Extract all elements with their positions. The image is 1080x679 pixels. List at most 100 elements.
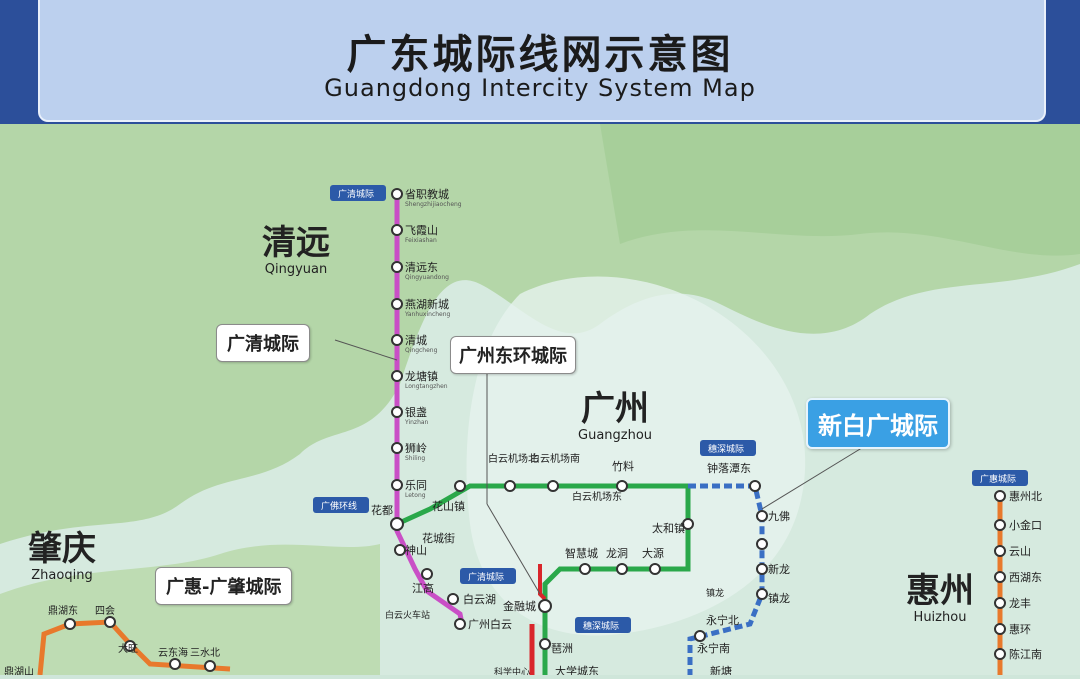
station-label: 江高 bbox=[412, 581, 434, 595]
station-label: 银盏 bbox=[405, 405, 427, 419]
svg-text:鼎湖东: 鼎湖东 bbox=[48, 604, 78, 617]
city-name-english: Qingyuan bbox=[264, 262, 328, 277]
svg-text:Yinzhan: Yinzhan bbox=[404, 419, 429, 426]
guangqing-line bbox=[394, 194, 465, 625]
svg-text:Feixiashan: Feixiashan bbox=[405, 237, 437, 244]
svg-text:科学中心: 科学中心 bbox=[494, 666, 530, 675]
callout-guangzhou-east-ring[interactable]: 广州东环城际 bbox=[450, 336, 576, 374]
mountain-ridge bbox=[600, 124, 1080, 256]
svg-text:九佛: 九佛 bbox=[768, 510, 790, 523]
huizhou-station-labels: 惠州北 小金口 云山 西湖东 龙丰 惠环 陈江南 bbox=[1009, 489, 1042, 661]
line-badges: 广清城际 广清城际 广佛环线 穗深城际 穗深城际 广惠城际 bbox=[313, 185, 1028, 633]
station-label: 龙塘镇 bbox=[405, 369, 438, 383]
station-label: 清远东 bbox=[405, 261, 438, 274]
svg-text:惠州北: 惠州北 bbox=[1009, 489, 1042, 503]
svg-text:太和镇: 太和镇 bbox=[652, 521, 685, 535]
svg-text:白云机场南: 白云机场南 bbox=[530, 452, 580, 465]
svg-text:西湖东: 西湖东 bbox=[1009, 571, 1042, 584]
callout-guanghui-guangzhao[interactable]: 广惠-广肇城际 bbox=[155, 567, 293, 605]
svg-text:白云火车站: 白云火车站 bbox=[385, 609, 430, 621]
svg-text:钟落潭东: 钟落潭东 bbox=[707, 461, 751, 475]
badge-guangqing-top: 广清城际 bbox=[338, 188, 374, 200]
zhaoqing-stations bbox=[64, 616, 216, 672]
station-label: 清城 bbox=[405, 334, 427, 347]
callout-xinbai-guang[interactable]: 新白广城际 bbox=[806, 398, 950, 449]
svg-text:智慧城: 智慧城 bbox=[565, 546, 598, 560]
badge-huanxian: 广佛环线 bbox=[321, 500, 357, 512]
city-huizhou: 惠州 Huizhou bbox=[906, 572, 974, 625]
city-name-english: Guangzhou bbox=[578, 428, 653, 443]
svg-text:竹料: 竹料 bbox=[612, 459, 634, 473]
map-svg: 省职教城 飞霞山 清远东 燕湖新城 清城 龙塘镇 银盏 狮岭 乐同 花都 神山 … bbox=[0, 124, 1080, 678]
header-panel bbox=[38, 0, 1046, 122]
station-label: 飞霞山 bbox=[405, 224, 438, 237]
guangqing-stations bbox=[390, 188, 466, 630]
east-ring-station-labels: 花山镇 花城街 白云机场北 白云机场南 白云机场东 竹料 太和镇 智慧城 龙洞 … bbox=[422, 452, 685, 678]
callout-leaders bbox=[334, 339, 866, 595]
badge-guangqing-lower: 广清城际 bbox=[468, 571, 504, 583]
station-label: 花都 bbox=[371, 504, 393, 517]
svg-text:新龙: 新龙 bbox=[768, 562, 790, 576]
header-bar: 广东城际线网示意图 Guangdong Intercity System Map bbox=[0, 0, 1080, 124]
huizhou-stations bbox=[994, 490, 1006, 660]
svg-text:Qingcheng: Qingcheng bbox=[405, 347, 438, 354]
city-name: 肇庆 bbox=[28, 529, 96, 569]
city-guangzhou: 广州 Guangzhou bbox=[578, 390, 652, 443]
svg-text:镇龙: 镇龙 bbox=[768, 591, 790, 605]
guangqing-station-labels: 省职教城 飞霞山 清远东 燕湖新城 清城 龙塘镇 银盏 狮岭 乐同 花都 神山 … bbox=[371, 188, 512, 631]
badge-suishen-right: 穗深城际 bbox=[708, 443, 744, 455]
svg-text:白云机场东: 白云机场东 bbox=[572, 490, 622, 503]
map-title: 广东城际线网示意图 bbox=[346, 32, 734, 78]
map-canvas[interactable]: 省职教城 飞霞山 清远东 燕湖新城 清城 龙塘镇 银盏 狮岭 乐同 花都 神山 … bbox=[0, 124, 1080, 678]
svg-text:大学城东: 大学城东 bbox=[555, 664, 599, 675]
station-label: 乐同 bbox=[405, 479, 427, 492]
svg-text:三水北: 三水北 bbox=[190, 647, 220, 659]
xinbai-stations bbox=[694, 480, 768, 642]
svg-text:Shiling: Shiling bbox=[405, 455, 425, 462]
svg-text:鼎湖山: 鼎湖山 bbox=[4, 666, 34, 675]
svg-text:四会: 四会 bbox=[95, 604, 115, 617]
svg-text:云东海: 云东海 bbox=[158, 646, 188, 659]
station-label: 广州白云 bbox=[468, 617, 512, 631]
svg-text:永宁北: 永宁北 bbox=[706, 613, 739, 627]
station-label: 省职教城 bbox=[405, 188, 449, 201]
svg-text:Letong: Letong bbox=[405, 492, 426, 499]
svg-text:永宁南: 永宁南 bbox=[697, 641, 730, 655]
svg-text:龙丰: 龙丰 bbox=[1009, 597, 1031, 610]
svg-text:云山: 云山 bbox=[1009, 545, 1031, 558]
svg-text:镇龙: 镇龙 bbox=[706, 587, 724, 599]
city-qingyuan: 清远 Qingyuan bbox=[262, 224, 330, 277]
station-label: 白云湖 bbox=[463, 592, 496, 606]
svg-text:小金口: 小金口 bbox=[1009, 518, 1042, 532]
station-label: 狮岭 bbox=[405, 441, 427, 455]
svg-text:大源: 大源 bbox=[642, 546, 664, 560]
svg-text:花山镇: 花山镇 bbox=[432, 499, 465, 513]
city-name-english: Huizhou bbox=[913, 610, 967, 625]
city-name: 清远 bbox=[262, 223, 330, 263]
station-label: 燕湖新城 bbox=[405, 297, 449, 311]
map-title-english: Guangdong Intercity System Map bbox=[324, 74, 756, 102]
city-name: 惠州 bbox=[906, 571, 974, 611]
svg-text:金融城: 金融城 bbox=[503, 599, 536, 613]
svg-text:Longtangzhen: Longtangzhen bbox=[405, 383, 448, 390]
badge-suishen-bottom: 穗深城际 bbox=[583, 620, 619, 632]
guangqing-station-english: Shengzhijiaocheng Feixiashan Qingyuandon… bbox=[404, 201, 462, 499]
callout-guangqing[interactable]: 广清城际 bbox=[216, 324, 310, 362]
svg-text:大旺: 大旺 bbox=[118, 642, 138, 655]
city-name-english: Zhaoqing bbox=[31, 568, 93, 583]
svg-text:Qingyuandong: Qingyuandong bbox=[405, 274, 449, 281]
east-ring-stations bbox=[454, 480, 694, 650]
svg-text:花城街: 花城街 bbox=[422, 531, 455, 545]
svg-text:Shengzhijiaocheng: Shengzhijiaocheng bbox=[405, 201, 462, 208]
city-zhaoqing: 肇庆 Zhaoqing bbox=[28, 530, 96, 583]
badge-huizhou: 广惠城际 bbox=[980, 473, 1016, 485]
svg-text:白云机场北: 白云机场北 bbox=[488, 452, 538, 465]
svg-text:琶洲: 琶洲 bbox=[551, 642, 573, 655]
city-name: 广州 bbox=[581, 389, 650, 429]
svg-text:新塘: 新塘 bbox=[710, 664, 732, 675]
svg-text:龙洞: 龙洞 bbox=[606, 547, 628, 560]
svg-text:陈江南: 陈江南 bbox=[1009, 647, 1042, 661]
station-label: 神山 bbox=[405, 543, 427, 557]
svg-text:Yanhuxincheng: Yanhuxincheng bbox=[404, 311, 451, 318]
svg-text:惠环: 惠环 bbox=[1009, 622, 1031, 636]
